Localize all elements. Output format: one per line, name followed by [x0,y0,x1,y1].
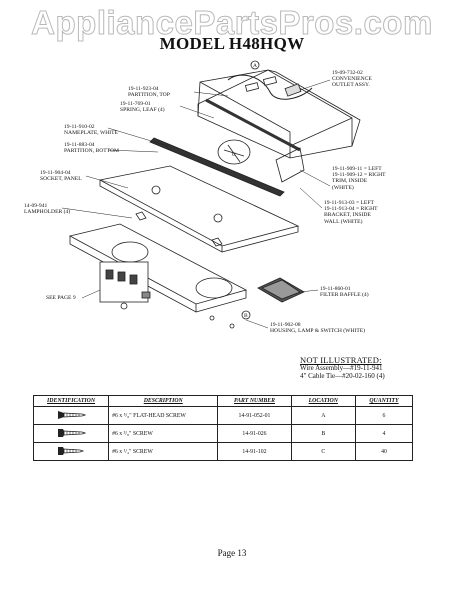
table-header-row: IDENTIFICATION DESCRIPTION PART NUMBER L… [32,395,414,407]
flat-head-screw-icon [58,410,87,419]
description-cell: #6 x ⁵/₈" FLAT-HEAD SCREW [108,406,219,425]
vent-1 [244,82,260,92]
hardware-table: IDENTIFICATION DESCRIPTION PART NUMBER L… [32,395,414,461]
marker-a: A [253,63,257,69]
location-cell: A [290,406,356,425]
socket-2 [213,213,223,223]
quantity-cell: 4 [354,424,414,443]
table-row: #6 x ⁵/₈" FLAT-HEAD SCREW 14-91-052-01 A… [32,406,414,425]
bracket-inside-wall [275,147,305,183]
not-illustrated-heading: NOT ILLUSTRATED: [300,355,382,365]
hood-inner-edge [205,98,301,152]
callout-see-page: SEE PAGE 9 [46,295,76,301]
spring-detail-circle [217,139,251,165]
not-illustrated-note: NOT ILLUSTRATED: Wire Assembly—#19-11-94… [300,356,385,380]
column-header: PART NUMBER [217,395,292,407]
convenience-outlet [284,83,302,97]
knob [120,302,128,310]
column-header: IDENTIFICATION [32,395,110,407]
not-illustrated-item: 4" Cable Tie—#20-02-160 (4) [300,372,385,380]
location-cell: B [290,424,356,443]
socket-1 [151,185,161,195]
part-number-cell: 14-91-026 [217,424,292,443]
watermark: AppliancePartsPros.com [31,4,433,42]
column-header: DESCRIPTION [108,395,219,407]
not-illustrated-item: Wire Assembly—#19-11-941 [300,364,383,372]
identification-cell [32,406,110,425]
table-row: #6 x ³/₈" SCREW 14-91-026 B 4 [32,424,414,443]
marker-b: B [244,313,248,319]
marker-b-circle [241,310,251,320]
lampholder [135,211,147,221]
hood-side [267,69,361,147]
part-number-cell: 14-91-052-01 [217,406,292,425]
location-cell: C [290,442,356,461]
table-row: #6 x ¹/₄" SCREW 14-91-102 C 40 [32,442,414,461]
vent-2 [262,76,278,86]
part-number-cell: 14-91-102 [217,442,292,461]
page-title: MODEL H48HQW [159,34,305,53]
column-header: LOCATION [290,395,356,407]
switch-box [99,261,149,303]
lamp-opening-2 [195,277,233,299]
page-number: Page 13 [217,548,247,558]
partition-bottom-strip [149,137,285,197]
marker-a-circle [250,60,260,70]
quantity-cell: 6 [354,406,414,425]
wire [227,74,313,100]
pan-head-screw-icon [58,428,87,437]
pan-head-screw-icon [58,446,85,455]
marker-c: C [232,152,236,158]
description-cell: #6 x ³/₈" SCREW [108,424,219,443]
description-cell: #6 x ¹/₄" SCREW [108,442,219,461]
quantity-cell: 40 [354,442,414,461]
identification-cell [32,442,110,461]
column-header: QUANTITY [354,395,414,407]
identification-cell [32,424,110,443]
